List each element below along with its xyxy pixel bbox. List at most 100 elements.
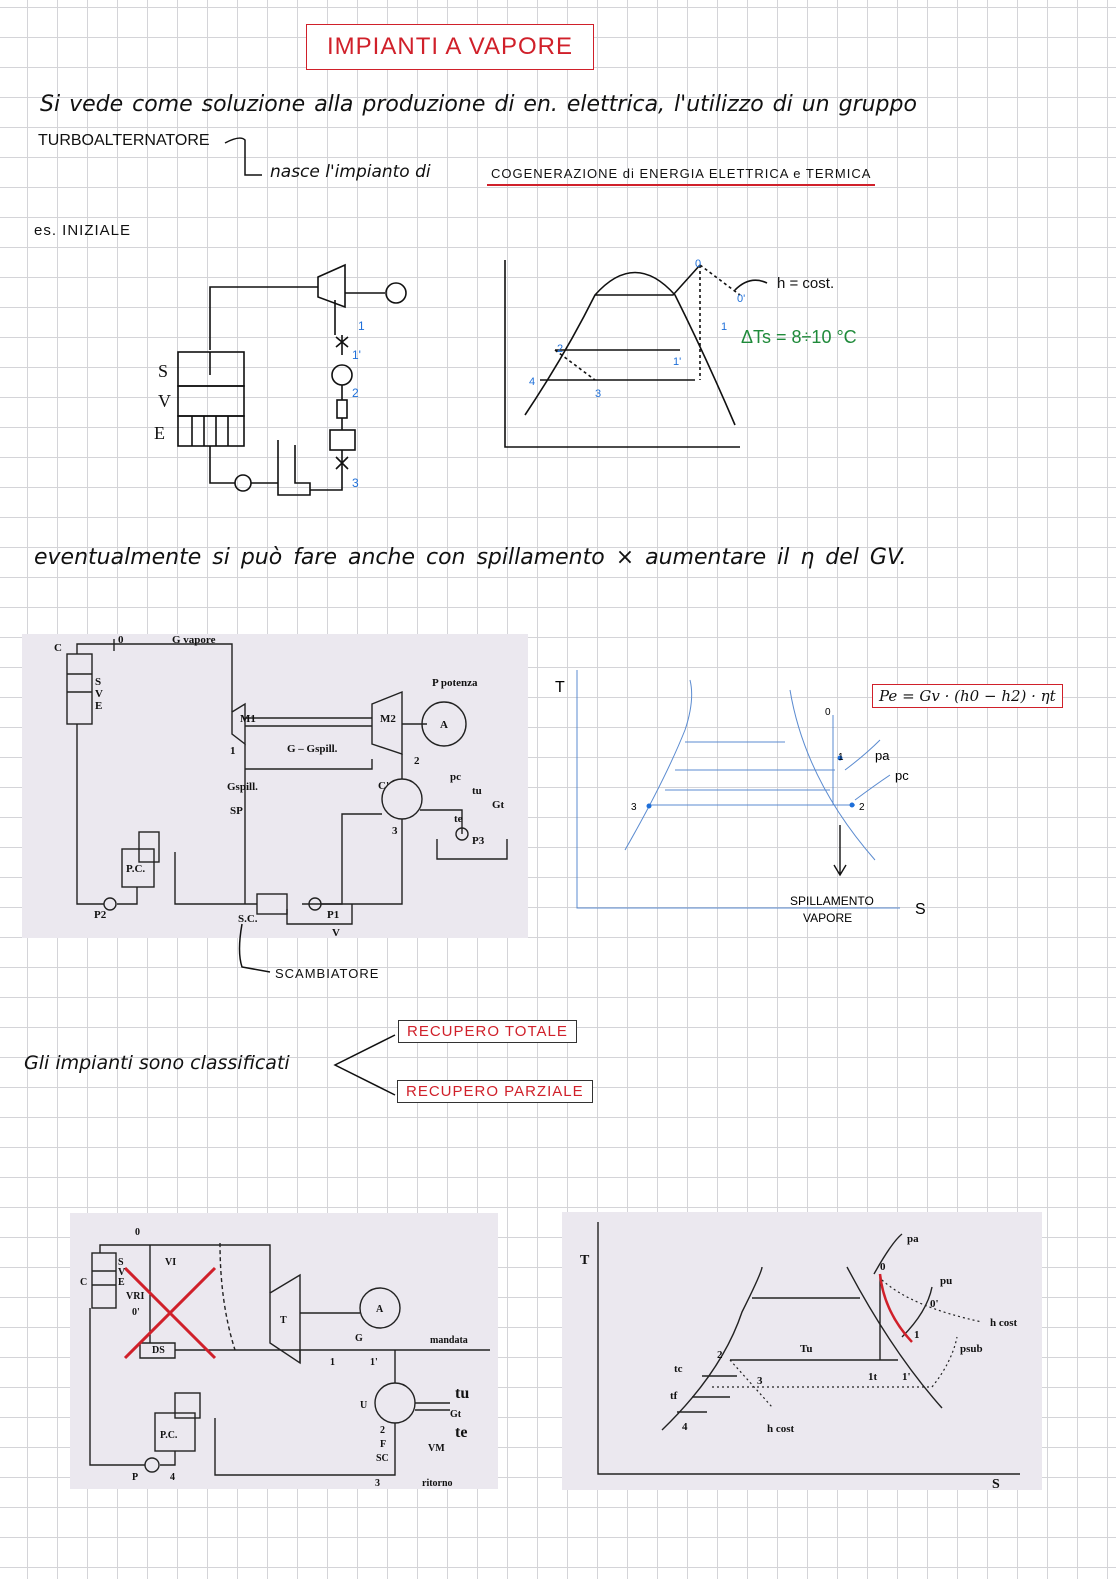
lbl-spill: SPILLAMENTO — [790, 894, 874, 908]
lbl: 1 — [230, 745, 236, 757]
lbl: T — [280, 1315, 287, 1326]
lbl: V — [332, 927, 340, 938]
axis-t: T — [555, 679, 565, 696]
lbl-pc: pc — [895, 768, 909, 783]
lbl: 1 — [330, 1357, 335, 1368]
cogenerazione-highlight: COGENERAZIONE di ENERGIA ELETTRICA e TER… — [487, 166, 876, 186]
lbl: pa — [907, 1233, 919, 1245]
lbl: SC — [376, 1453, 389, 1464]
lbl: F — [380, 1439, 386, 1450]
initial-plant-schematic: SVE 11'23 — [154, 263, 407, 496]
lbl: 0 — [118, 634, 124, 646]
lbl: 2 — [414, 755, 420, 767]
lbl: P1 — [327, 909, 339, 921]
lbl: Gt — [492, 799, 505, 811]
lbl: S — [95, 676, 101, 688]
lbl: P3 — [472, 835, 485, 847]
lbl: pc — [450, 771, 461, 783]
power-formula: Pe = Gv · (h0 − h2) · ηt — [872, 684, 1063, 708]
lbl: G – Gspill. — [287, 743, 338, 755]
lbl: 1' — [370, 1357, 378, 1368]
lbl: G — [355, 1333, 363, 1344]
lbl: P.C. — [126, 863, 145, 875]
classification-label: Gli impianti sono classificati — [24, 1052, 290, 1074]
lbl: 0' — [132, 1307, 140, 1318]
label-e: E — [154, 423, 165, 443]
lbl: E — [118, 1277, 125, 1288]
axis-s: S — [915, 901, 926, 918]
h-cost-label: h = cost. — [777, 275, 834, 292]
lbl: Gspill. — [227, 781, 258, 793]
lbl: VM — [428, 1443, 445, 1454]
lbl: pu — [940, 1275, 952, 1287]
point-2: 2 — [352, 386, 359, 400]
lbl: C' — [378, 780, 389, 792]
lbl: 2 — [859, 802, 865, 813]
delta-ts-label: ΔTs = 8÷10 °C — [741, 327, 857, 347]
scambiatore-label: SCAMBIATORE — [275, 966, 380, 981]
lbl: 3 — [631, 802, 637, 813]
lbl: P potenza — [432, 677, 478, 689]
lbl: U — [360, 1400, 367, 1411]
lbl: V — [95, 688, 103, 700]
recupero-totale: RECUPERO TOTALE — [398, 1020, 577, 1043]
ts-point-0: 0 — [695, 258, 701, 270]
lbl: C — [80, 1277, 87, 1288]
lbl: 4 — [170, 1472, 175, 1483]
ts-point-0p: 0' — [737, 293, 745, 305]
lbl: P2 — [94, 909, 107, 921]
point-1p: 1' — [352, 348, 361, 362]
axis-t: T — [580, 1253, 590, 1268]
lbl: Tu — [800, 1343, 812, 1355]
label-s: S — [158, 361, 168, 381]
lbl: A — [376, 1304, 384, 1315]
arrow-hook-icon — [238, 923, 271, 973]
lbl: 1' — [902, 1371, 911, 1383]
lbl: 1 — [838, 752, 844, 763]
arrow-hook-icon — [224, 137, 262, 176]
lbl: tc — [674, 1363, 683, 1375]
lbl: 1t — [868, 1371, 878, 1383]
page-title: IMPIANTI A VAPORE — [306, 24, 594, 70]
lbl: 0 — [880, 1261, 886, 1273]
lbl: h cost — [990, 1317, 1018, 1329]
lbl: VRI — [126, 1291, 144, 1302]
lbl: C — [54, 642, 62, 654]
recupero-parziale: RECUPERO PARZIALE — [397, 1080, 593, 1103]
ts-point-1: 1 — [721, 321, 727, 333]
lbl: tu — [455, 1385, 469, 1402]
lbl: S.C. — [238, 913, 258, 925]
lbl: te — [455, 1424, 467, 1441]
lbl: 4 — [682, 1421, 688, 1433]
initial-ts-sketch: 0 0' 1 1' 2 3 4 h = cost. ΔTs = 8÷10 °C — [504, 258, 857, 448]
lbl: A — [440, 719, 448, 731]
lbl: 1 — [914, 1329, 920, 1341]
nasce-text: nasce l'impianto di — [270, 162, 431, 182]
lbl: 3 — [392, 825, 398, 837]
lbl: M1 — [240, 713, 256, 725]
lbl: h cost — [767, 1423, 795, 1435]
ts-point-1p: 1' — [673, 356, 681, 368]
lbl: SP — [230, 805, 243, 817]
lbl: 2 — [717, 1349, 723, 1361]
term-turboalternatore: TURBOALTERNATORE — [38, 132, 210, 149]
ts-point-2: 2 — [557, 343, 563, 355]
lbl: P — [132, 1472, 138, 1483]
ts-point-3: 3 — [595, 388, 601, 400]
lbl: tf — [670, 1390, 678, 1402]
lbl: 0' — [930, 1298, 939, 1310]
lbl: 0 — [825, 707, 831, 718]
ts-point-4: 4 — [529, 376, 535, 388]
lbl: P.C. — [160, 1430, 178, 1441]
lbl: VI — [165, 1257, 176, 1268]
lbl: mandata — [430, 1335, 468, 1346]
lbl: tu — [472, 785, 482, 797]
point-3: 3 — [352, 476, 359, 490]
lbl: DS — [152, 1345, 165, 1356]
point-1: 1 — [358, 319, 365, 333]
lbl: 0 — [135, 1227, 140, 1238]
lbl: G vapore — [172, 634, 216, 646]
example-label: es. INIZIALE — [34, 222, 132, 239]
